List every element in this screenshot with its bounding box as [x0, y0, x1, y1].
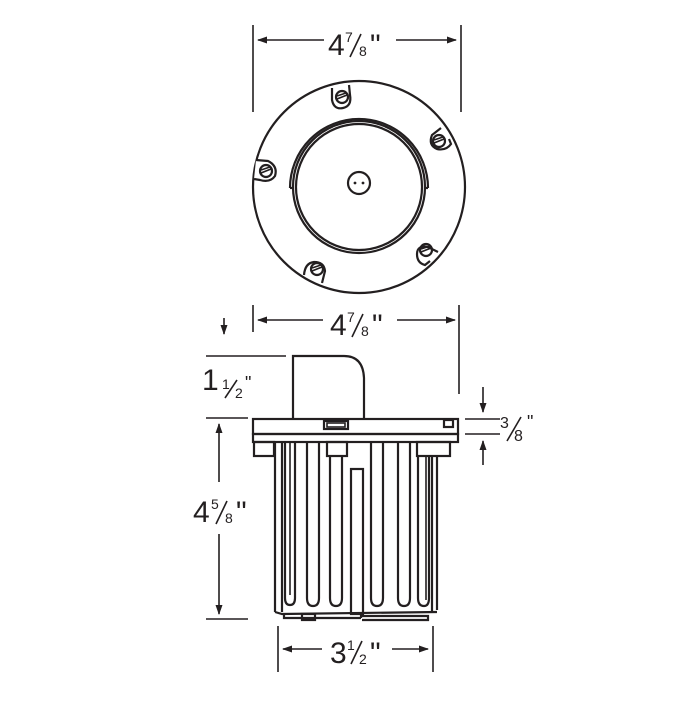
mount-block-left [252, 440, 276, 458]
center-slot [349, 467, 365, 616]
flange-thickness-dimension: 3 8 " [465, 387, 533, 465]
flange-bottom [251, 432, 460, 444]
inch-mark: " [527, 412, 533, 432]
screw-icon [431, 133, 447, 149]
lamp-cap [291, 354, 366, 419]
inch-mark: " [370, 637, 381, 670]
side-view [251, 354, 460, 622]
screw-icon [309, 261, 325, 277]
mount-block-center [325, 440, 349, 458]
dimension-whole: 3 [330, 637, 347, 670]
fraction-slash [506, 416, 522, 442]
body-width-dimension: 3 1 2 " [277, 626, 434, 672]
lens-ring-inner [294, 122, 424, 252]
dimension-denominator: 2 [235, 385, 243, 401]
dimension-denominator: 8 [225, 510, 233, 526]
fraction-slash [350, 640, 363, 665]
lens-ring-outer [291, 119, 427, 255]
top-view [251, 79, 467, 295]
fraction-slash [215, 500, 228, 525]
fraction-slash [351, 313, 364, 338]
screw-tab-left [253, 158, 277, 182]
screw-icon [418, 242, 434, 258]
screw-icon [334, 89, 350, 105]
dimension-whole: 4 [330, 309, 347, 342]
dimension-whole: 4 [193, 496, 210, 529]
side-width-dimension: 4 7 8 " [252, 305, 460, 394]
dimension-whole: 1 [202, 364, 219, 397]
glare-shield-arc [288, 117, 430, 189]
cap-height-dimension: 1 1 2 " [202, 318, 286, 419]
pin-dot [353, 181, 357, 185]
dimension-numerator: 1 [347, 637, 355, 653]
screw-tab-bottom [302, 260, 327, 284]
screw-icon [258, 163, 274, 179]
lamp-socket-icon [346, 170, 372, 196]
pin-dot [361, 181, 365, 185]
dimension-numerator: 7 [347, 309, 355, 325]
inch-mark: " [372, 309, 383, 342]
dimension-whole: 4 [328, 29, 345, 62]
dimension-denominator: 8 [359, 43, 367, 59]
flange-clip-inner [326, 422, 346, 428]
body-height-dimension: 4 5 8 " [193, 423, 248, 620]
flange-latch [442, 418, 455, 429]
flange-top [251, 417, 460, 436]
dimension-numerator: 7 [345, 29, 353, 45]
flange-clip [322, 419, 350, 431]
inch-mark: " [245, 373, 251, 393]
top-width-dimension: 4 7 8 " [252, 25, 462, 112]
screw-tab-right-upper [429, 127, 453, 151]
inch-mark: " [236, 496, 247, 529]
fraction-slash [224, 379, 238, 399]
faceplate-outline [251, 79, 467, 295]
finned-body [273, 442, 439, 622]
dimension-denominator: 2 [359, 651, 367, 667]
dimension-denominator: 8 [361, 323, 369, 339]
screw-tab-top [330, 84, 352, 110]
fraction-slash [349, 33, 362, 58]
screw-tab-right-lower [415, 242, 439, 267]
dimension-numerator: 5 [211, 496, 219, 512]
inch-mark: " [370, 29, 381, 62]
dimension-denominator: 8 [514, 428, 523, 445]
dimension-numerator: 1 [222, 376, 230, 392]
dimension-numerator: 3 [500, 415, 509, 432]
foot-tab [300, 612, 317, 622]
mount-block-right [415, 440, 452, 458]
